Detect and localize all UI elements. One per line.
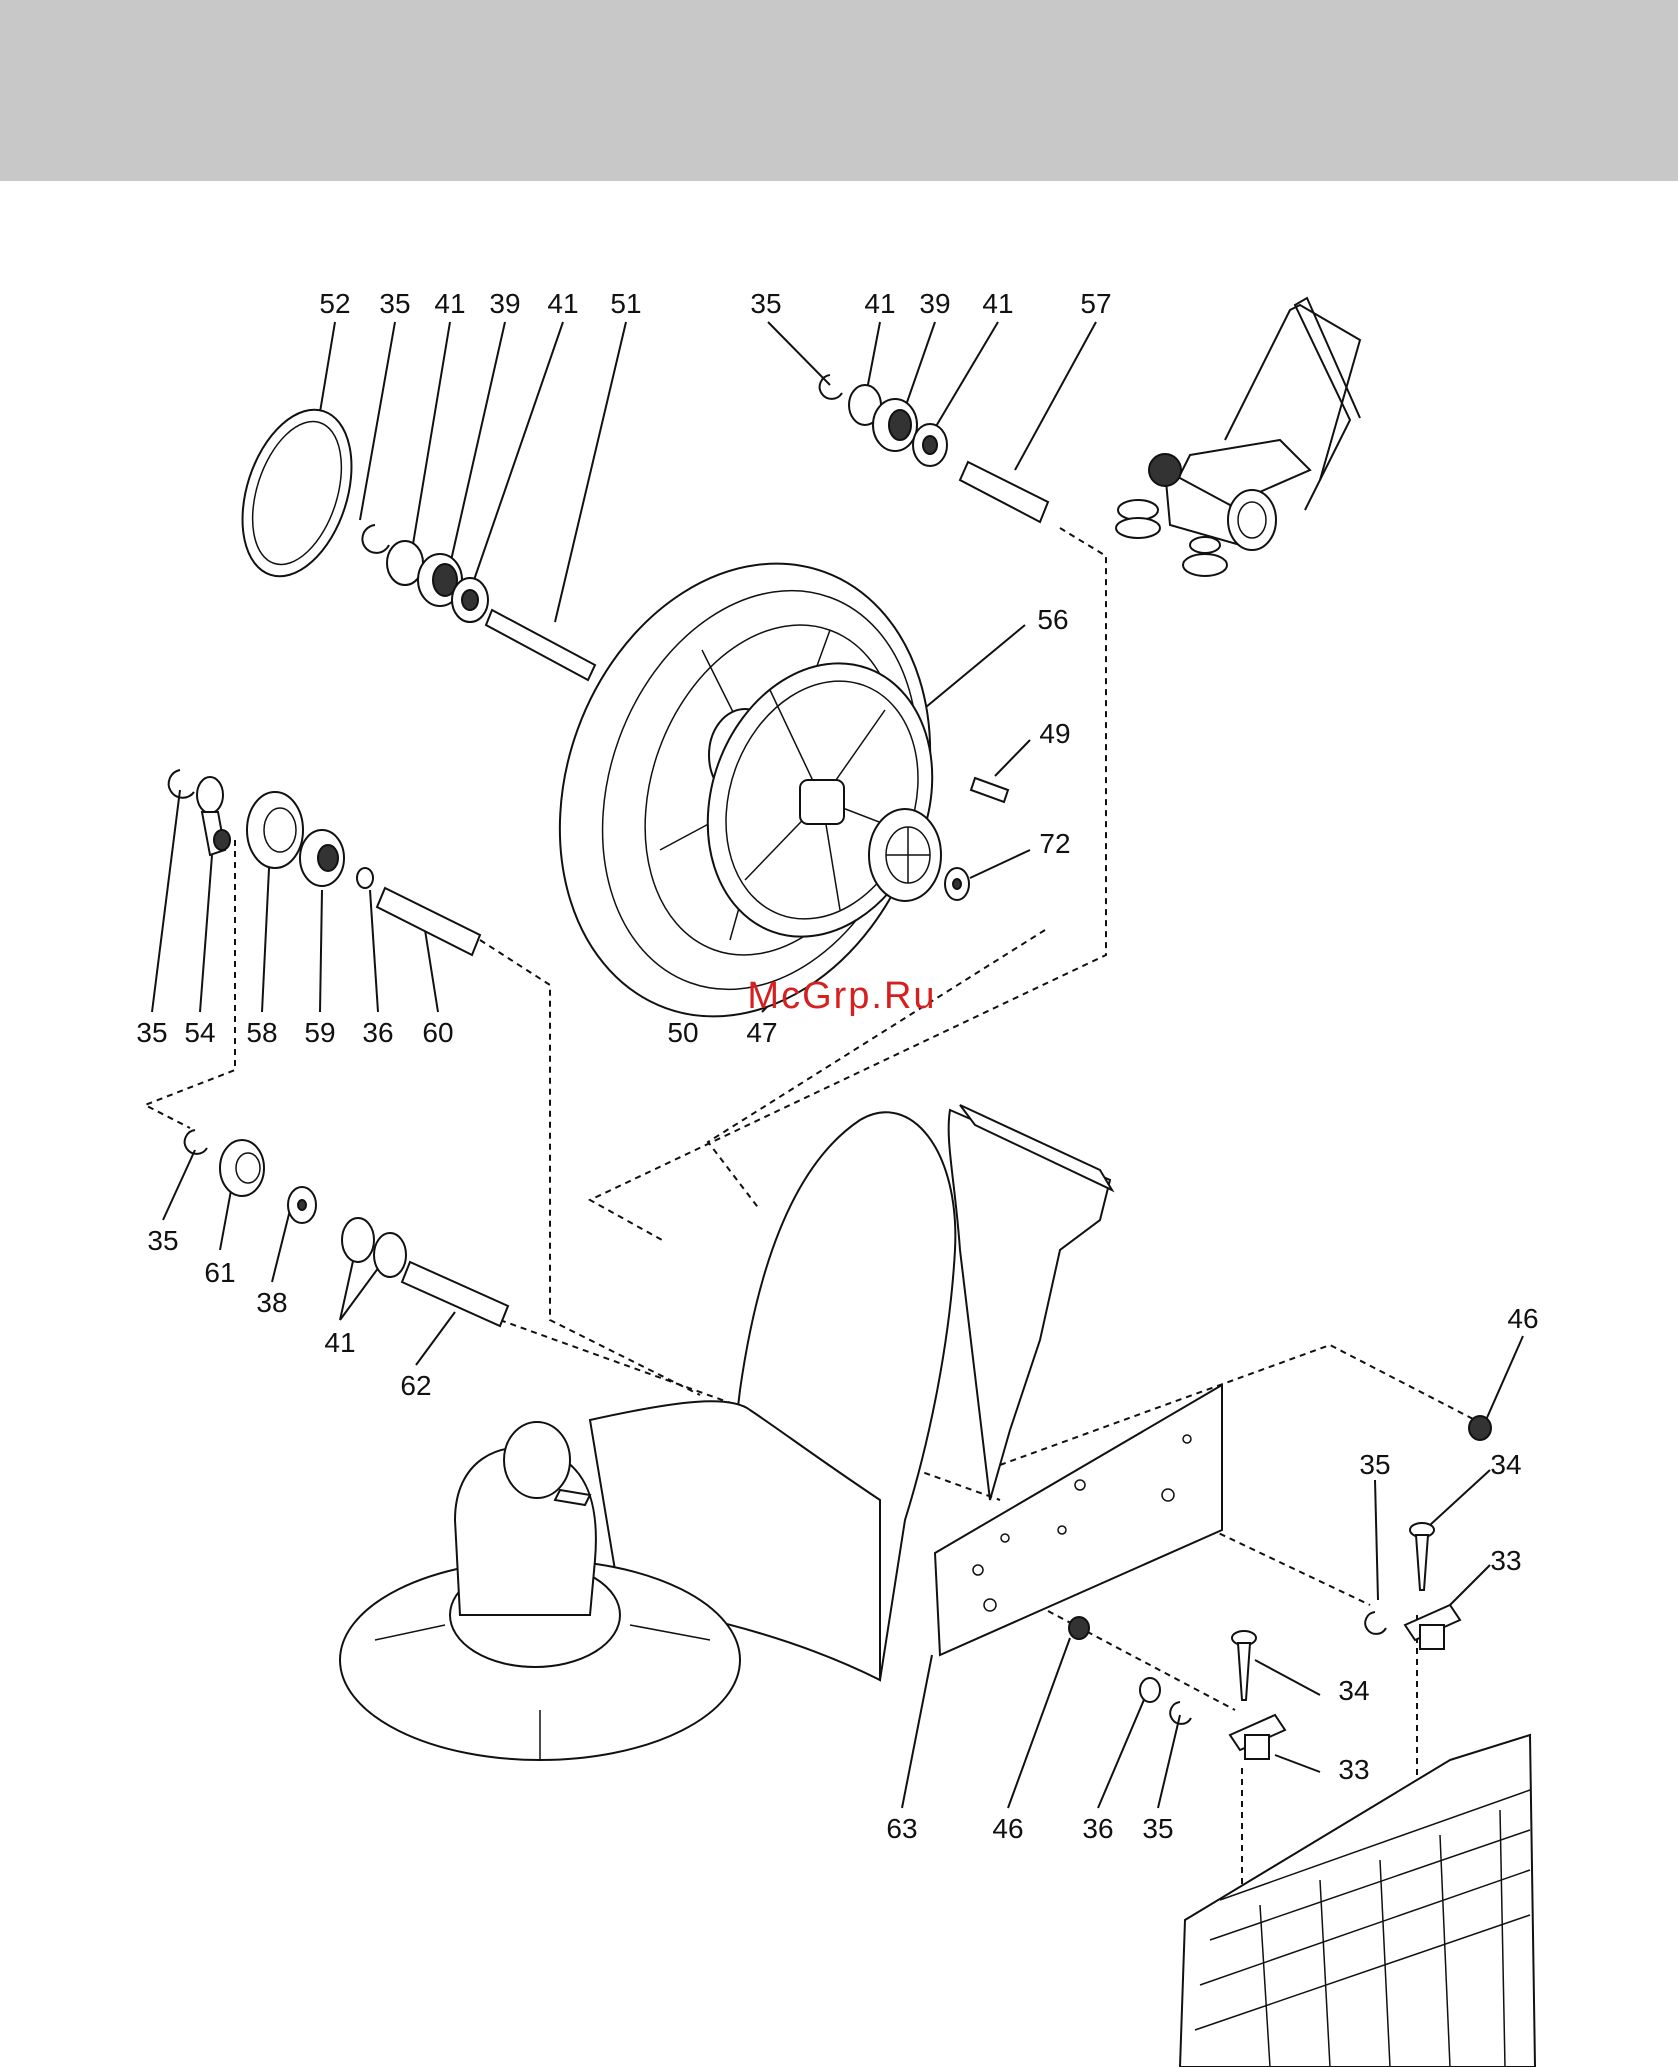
gear-61 <box>220 1140 264 1196</box>
washer-36 <box>1140 1678 1160 1702</box>
callout-46: 46 <box>992 1813 1023 1844</box>
callout-34: 34 <box>1338 1675 1369 1706</box>
callout-72: 72 <box>1039 828 1070 859</box>
callout-39: 39 <box>919 288 950 319</box>
callout-41: 41 <box>324 1327 355 1358</box>
lever-54 <box>197 777 223 813</box>
callout-63: 63 <box>886 1813 917 1844</box>
axle-60 <box>377 888 480 955</box>
callout-35: 35 <box>147 1225 178 1256</box>
callout-47: 47 <box>746 1017 777 1048</box>
clip-35 <box>1365 1612 1386 1634</box>
callout-33: 33 <box>1338 1754 1369 1785</box>
nut-46 <box>1469 1416 1491 1440</box>
callout-35: 35 <box>750 288 781 319</box>
callout-41: 41 <box>982 288 1013 319</box>
callout-36: 36 <box>362 1017 393 1048</box>
callout-35: 35 <box>1142 1813 1173 1844</box>
bearing-41 <box>374 1233 406 1277</box>
callout-59: 59 <box>304 1017 335 1048</box>
callout-41: 41 <box>864 288 895 319</box>
clip-35 <box>185 1130 207 1154</box>
ring-52 <box>223 396 371 590</box>
callout-61: 61 <box>204 1257 235 1288</box>
shaft-57 <box>960 462 1048 522</box>
callout-57: 57 <box>1080 288 1111 319</box>
pin-49 <box>971 778 1008 802</box>
callout-35: 35 <box>1359 1449 1390 1480</box>
axle-51 <box>486 610 595 680</box>
callout-41: 41 <box>547 288 578 319</box>
gear-58 <box>247 792 303 868</box>
sweeper-overview-illustration <box>1116 298 1360 576</box>
clip-35 <box>169 770 194 798</box>
callout-58: 58 <box>246 1017 277 1048</box>
clip-35 <box>362 525 389 553</box>
washer-36 <box>357 868 373 888</box>
callout-56: 56 <box>1037 604 1068 635</box>
callout-38: 38 <box>256 1287 287 1318</box>
callout-34: 34 <box>1490 1449 1521 1480</box>
clip-35 <box>820 375 842 399</box>
callout-60: 60 <box>422 1017 453 1048</box>
shaft-62 <box>402 1262 508 1326</box>
callout-62: 62 <box>400 1370 431 1401</box>
clip-35 <box>1170 1702 1191 1724</box>
callout-39: 39 <box>489 288 520 319</box>
bearing-41 <box>342 1218 374 1262</box>
callout-50: 50 <box>667 1017 698 1048</box>
left-gear-group <box>169 770 480 955</box>
callout-41: 41 <box>434 288 465 319</box>
callout-51: 51 <box>610 288 641 319</box>
mount-plate-63 <box>935 1385 1222 1655</box>
lower-left-gear-group <box>185 1130 508 1326</box>
callout-35: 35 <box>379 288 410 319</box>
callout-33: 33 <box>1490 1545 1521 1576</box>
callout-54: 54 <box>184 1017 215 1048</box>
callout-35: 35 <box>136 1017 167 1048</box>
callout-49: 49 <box>1039 718 1070 749</box>
watermark: McGrp.Ru <box>747 975 936 1017</box>
upper-left-axle-group <box>223 396 595 680</box>
callout-36: 36 <box>1082 1813 1113 1844</box>
upper-right-axle-group <box>820 375 1048 522</box>
callout-52: 52 <box>319 288 350 319</box>
callout-46: 46 <box>1507 1303 1538 1334</box>
nut-46 <box>1069 1617 1089 1639</box>
